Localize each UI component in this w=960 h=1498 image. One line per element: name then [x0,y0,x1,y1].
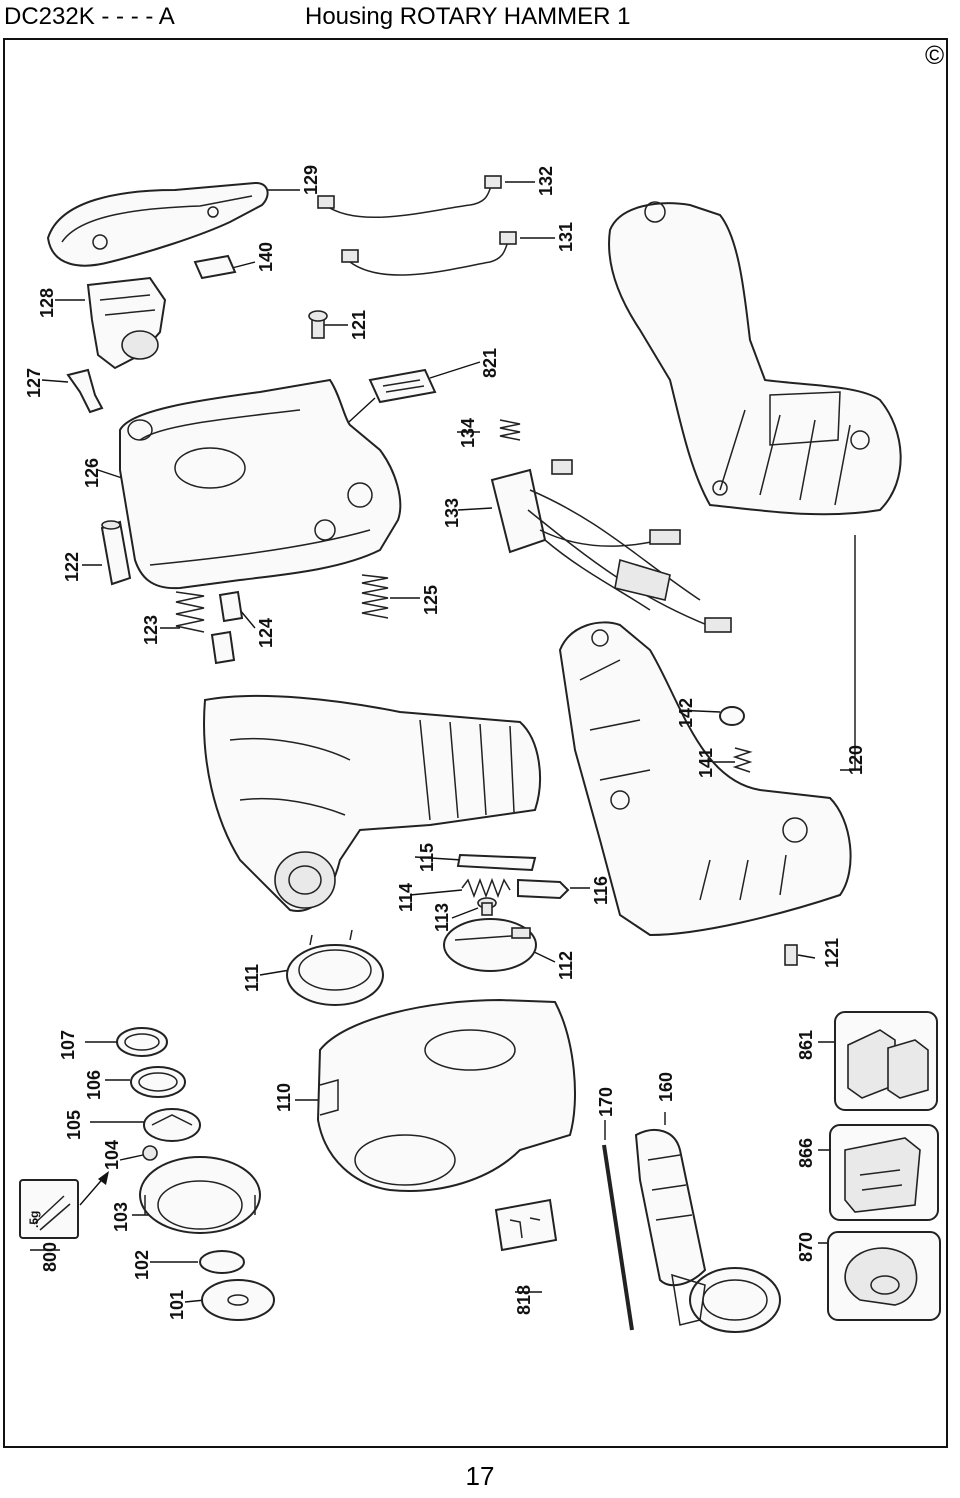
callout-123: 123 [141,615,161,645]
callout-126: 126 [82,458,102,488]
part-800-grease-pack [19,1179,79,1239]
part-132-wire-lead [317,175,502,219]
part-131-wire-lead [341,231,517,276]
callout-866: 866 [796,1138,816,1168]
callout-110: 110 [274,1083,294,1112]
part-115-slide [456,853,537,872]
part-142-bushing [719,706,745,726]
callout-114: 114 [396,883,416,912]
callout-104: 104 [102,1140,122,1170]
part-123-spring [175,591,205,633]
part-125-spring [361,574,389,619]
part-124-sleeve [210,590,244,665]
part-129-handle-cover [46,181,269,267]
callout-105: 105 [64,1110,84,1140]
callout-121-upper: 121 [349,310,369,340]
part-121-screw-lower [784,944,798,966]
part-121-screw [308,310,328,339]
part-127-clip [66,368,104,414]
part-140-block [193,254,237,280]
callout-107: 107 [58,1030,78,1060]
callout-160: 160 [656,1072,676,1102]
part-821-label [368,368,437,404]
part-113-pin [477,897,497,916]
part-870-charger [827,1231,941,1321]
part-141-spring [732,747,753,773]
callout-142: 142 [676,698,696,728]
callout-106: 106 [84,1070,104,1100]
callout-800: 800 [40,1242,60,1272]
callout-870: 870 [796,1232,816,1262]
grease-quantity-label: .5g [27,1211,41,1228]
callout-112: 112 [556,951,576,980]
part-116-selector [517,878,570,900]
part-111-ring [286,929,384,1006]
callout-133: 133 [442,498,462,528]
part-134-spring [499,419,521,441]
part-illustrations [19,175,941,1333]
model-number: DC232K - - - - A [4,3,175,30]
callout-134: 134 [458,418,478,448]
callout-103: 103 [111,1202,131,1232]
part-133-module [490,459,732,633]
part-818-label [494,1198,558,1252]
callout-132: 132 [536,166,556,196]
callout-102: 102 [132,1250,152,1280]
callout-labels: 129 132 131 140 128 121 127 821 126 134 … [24,165,866,1320]
part-106-ring [130,1066,186,1098]
part-861-battery-box [834,1011,938,1111]
callout-122: 122 [62,552,82,582]
part-112-knob [443,918,537,972]
part-107-ring [116,1027,168,1057]
callout-129: 129 [301,165,321,195]
part-866-battery [829,1124,939,1221]
callout-120: 120 [846,745,866,775]
callout-121-lower: 121 [822,938,842,968]
callout-127: 127 [24,368,44,398]
part-170-depth-rod [602,1144,634,1331]
part-122-cap [100,520,132,586]
callout-821: 821 [480,348,500,378]
diagram-frame [3,38,948,1448]
part-102-ring [199,1250,245,1274]
leader-lines [30,181,856,1303]
part-gear-motor-assembly [203,694,541,912]
part-160-side-handle [634,1129,781,1333]
callout-131: 131 [556,222,576,252]
part-128-switch [86,276,167,370]
callout-141: 141 [696,748,716,778]
callout-861: 861 [796,1030,816,1060]
callout-170: 170 [596,1087,616,1117]
part-114-spring [461,877,511,899]
callout-128: 128 [37,288,57,318]
callout-125: 125 [421,585,441,615]
callout-101: 101 [167,1290,187,1320]
part-120-housing-lower [558,621,852,937]
part-101-cap [201,1279,275,1321]
page-title: Housing ROTARY HAMMER 1 [305,3,631,30]
copyright-symbol: © [925,40,945,70]
page-number: 17 [465,1461,495,1491]
part-126-main-housing [119,378,402,590]
callout-116: 116 [591,876,611,905]
part-120-housing-half [608,201,902,516]
callout-124: 124 [256,618,276,648]
part-103-collar [139,1156,261,1234]
part-104-ball [142,1145,158,1161]
part-105-plate [143,1108,201,1142]
callout-113: 113 [432,903,452,932]
callout-140: 140 [256,242,276,272]
part-110-gear-housing [316,998,576,1192]
callout-818: 818 [514,1285,534,1315]
callout-111: 111 [242,964,262,992]
callout-115: 115 [417,843,437,872]
